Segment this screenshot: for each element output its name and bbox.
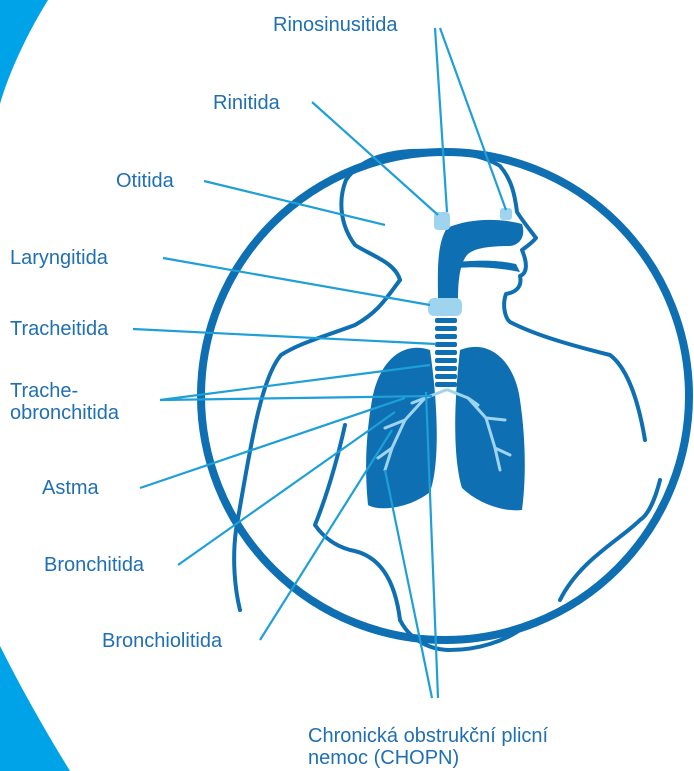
left-accent-band-bottom xyxy=(0,646,70,771)
upper-airway xyxy=(428,208,523,316)
label-tracheitida: Tracheitida xyxy=(10,318,108,340)
label-rinitida: Rinitida xyxy=(213,92,280,114)
left-accent-band xyxy=(0,0,48,104)
label-bronchitida: Bronchitida xyxy=(44,554,144,576)
label-chopn-line1: Chronická obstrukční plicní xyxy=(308,725,548,747)
label-otitida: Otitida xyxy=(116,170,174,192)
label-tracheobronchitida-line1: Trache- xyxy=(10,380,78,402)
label-tracheobronchitida-line2: obronchitida xyxy=(10,402,119,424)
label-laryngitida: Laryngitida xyxy=(10,247,108,269)
larynx-spot xyxy=(428,298,462,316)
label-astma: Astma xyxy=(42,477,99,499)
label-bronchiolitida: Bronchiolitida xyxy=(102,630,222,652)
label-rinosinusitida: Rinosinusitida xyxy=(273,14,398,36)
trachea xyxy=(435,318,457,387)
label-chopn-line2: nemoc (CHOPN) xyxy=(308,747,459,769)
